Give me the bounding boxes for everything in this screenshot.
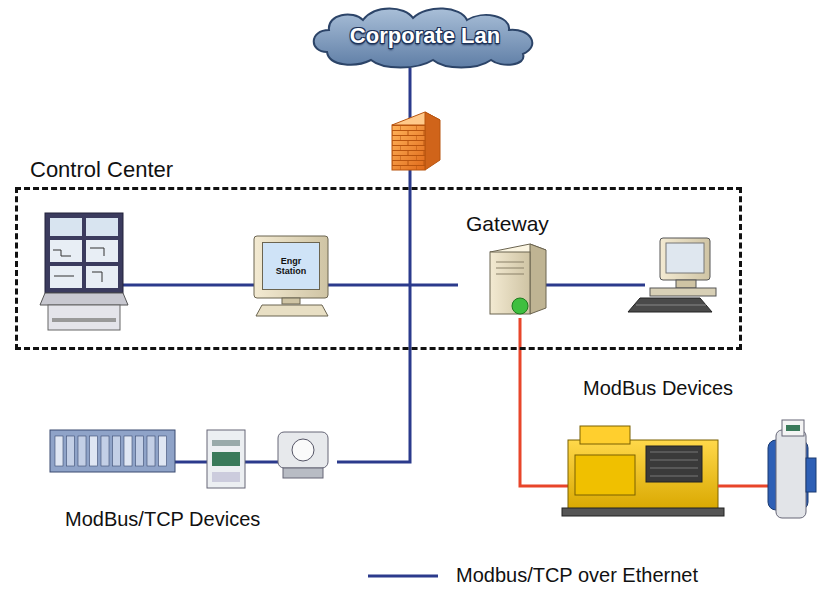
- engr-station-screen: Engr Station: [262, 242, 320, 290]
- lan-cloud: Corporate Lan: [305, 2, 545, 70]
- node-label: ModBus/TCP Devices: [65, 508, 260, 531]
- monitor-icon: [254, 236, 328, 316]
- genset-icon: [562, 426, 724, 516]
- gateway-server: Gateway: [458, 212, 572, 318]
- pc-icon: [628, 238, 716, 312]
- serial-connector: [520, 318, 568, 486]
- node-label: Gateway: [466, 212, 549, 236]
- control-center-region: Control CenterEngr Station Gateway: [15, 155, 742, 350]
- bus-wire: [122, 284, 256, 287]
- tcp-device-icons: [50, 430, 328, 488]
- legend-line-sample: [368, 571, 438, 581]
- legend-text: Modbus/TCP over Ethernet: [456, 564, 698, 587]
- serial-wire: [718, 485, 768, 488]
- node-label: ModBus Devices: [583, 377, 733, 400]
- firewall-icon: [392, 112, 440, 170]
- bus-wire: [545, 284, 645, 287]
- motor-icon: [768, 420, 816, 518]
- node-label: Engr Station: [269, 256, 313, 277]
- device-group: ModBus Devices: [560, 375, 820, 520]
- node-label: Control Center: [30, 157, 173, 183]
- ethernet-connector: [320, 284, 458, 287]
- control-panel-icon: [40, 213, 128, 330]
- dashed-boundary: [15, 187, 742, 350]
- server-icon: [490, 244, 546, 314]
- node-label: Corporate Lan: [350, 23, 500, 49]
- device-group: ModBus/TCP Devices: [45, 425, 337, 533]
- legend: Modbus/TCP over Ethernet: [368, 564, 698, 587]
